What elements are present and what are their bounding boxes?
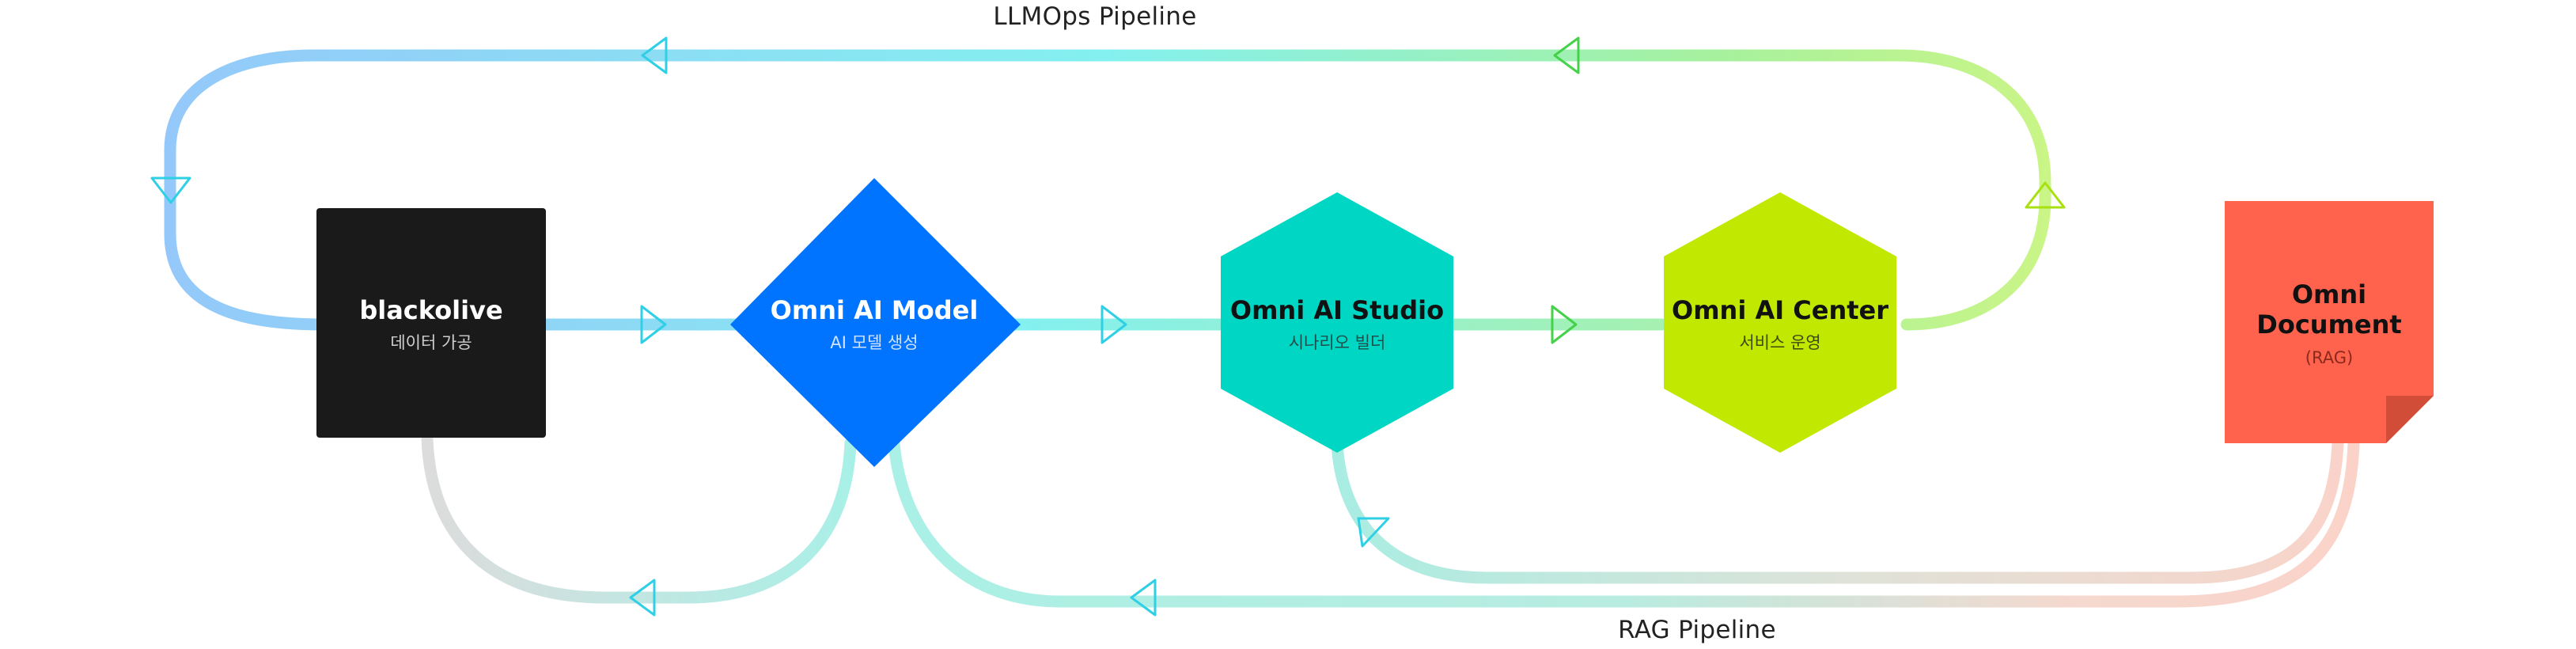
omni-document-node: [2225, 201, 2434, 443]
llmops-pipeline-label: LLMOps Pipeline: [993, 2, 1197, 31]
arrow-right-icon: [640, 305, 667, 344]
node-subtitle: AI 모델 생성: [830, 333, 919, 352]
node-title: Omni AI Studio: [1229, 295, 1445, 325]
node-subtitle: (RAG): [2305, 348, 2354, 367]
arrow-left-icon: [1130, 579, 1157, 617]
omni-ai-center-label: Omni AI Center 서비스 운영: [1672, 294, 1888, 355]
node-subtitle: 시나리오 빌더: [1288, 333, 1386, 352]
omni-ai-studio-node: [1221, 192, 1453, 453]
arrow-down-icon: [1357, 517, 1390, 548]
node-title: Omni: [2291, 279, 2367, 309]
omni-ai-studio-label: Omni AI Studio 시나리오 빌더: [1230, 294, 1444, 355]
node-subtitle: 서비스 운영: [1739, 333, 1821, 352]
omni-document-label: Omni Document (RAG): [2256, 279, 2401, 370]
llmops-loop-line: [164, 49, 2051, 331]
arrow-right-icon: [1551, 305, 1578, 344]
rag-pipeline-line: [888, 437, 2360, 608]
node-title: blackolive: [359, 295, 503, 325]
omni-ai-center-node: [1664, 192, 1896, 453]
arrow-up-icon: [2025, 181, 2066, 209]
blackolive-label: blackolive 데이터 가공: [359, 294, 502, 355]
arrow-left-icon: [629, 579, 656, 617]
arrow-down-icon: [150, 176, 191, 204]
arrow-right-icon: [1100, 305, 1127, 344]
arrow-left-icon: [1553, 36, 1580, 74]
node-subtitle: 데이터 가공: [390, 333, 472, 352]
omni-ai-model-node: [730, 178, 1021, 467]
rag-loop-line-short: [421, 433, 857, 604]
node-title: Omni AI Center: [1672, 295, 1888, 325]
node-title: Document: [2256, 309, 2402, 340]
node-title: Omni AI Model: [770, 295, 979, 325]
blackolive-node: [316, 208, 546, 438]
omni-ai-model-label: Omni AI Model AI 모델 생성: [771, 294, 979, 355]
arrow-left-icon: [641, 36, 668, 74]
rag-pipeline-label: RAG Pipeline: [1618, 616, 1776, 644]
document-link-line: [1331, 437, 2344, 584]
page-fold-icon: [2386, 396, 2434, 443]
